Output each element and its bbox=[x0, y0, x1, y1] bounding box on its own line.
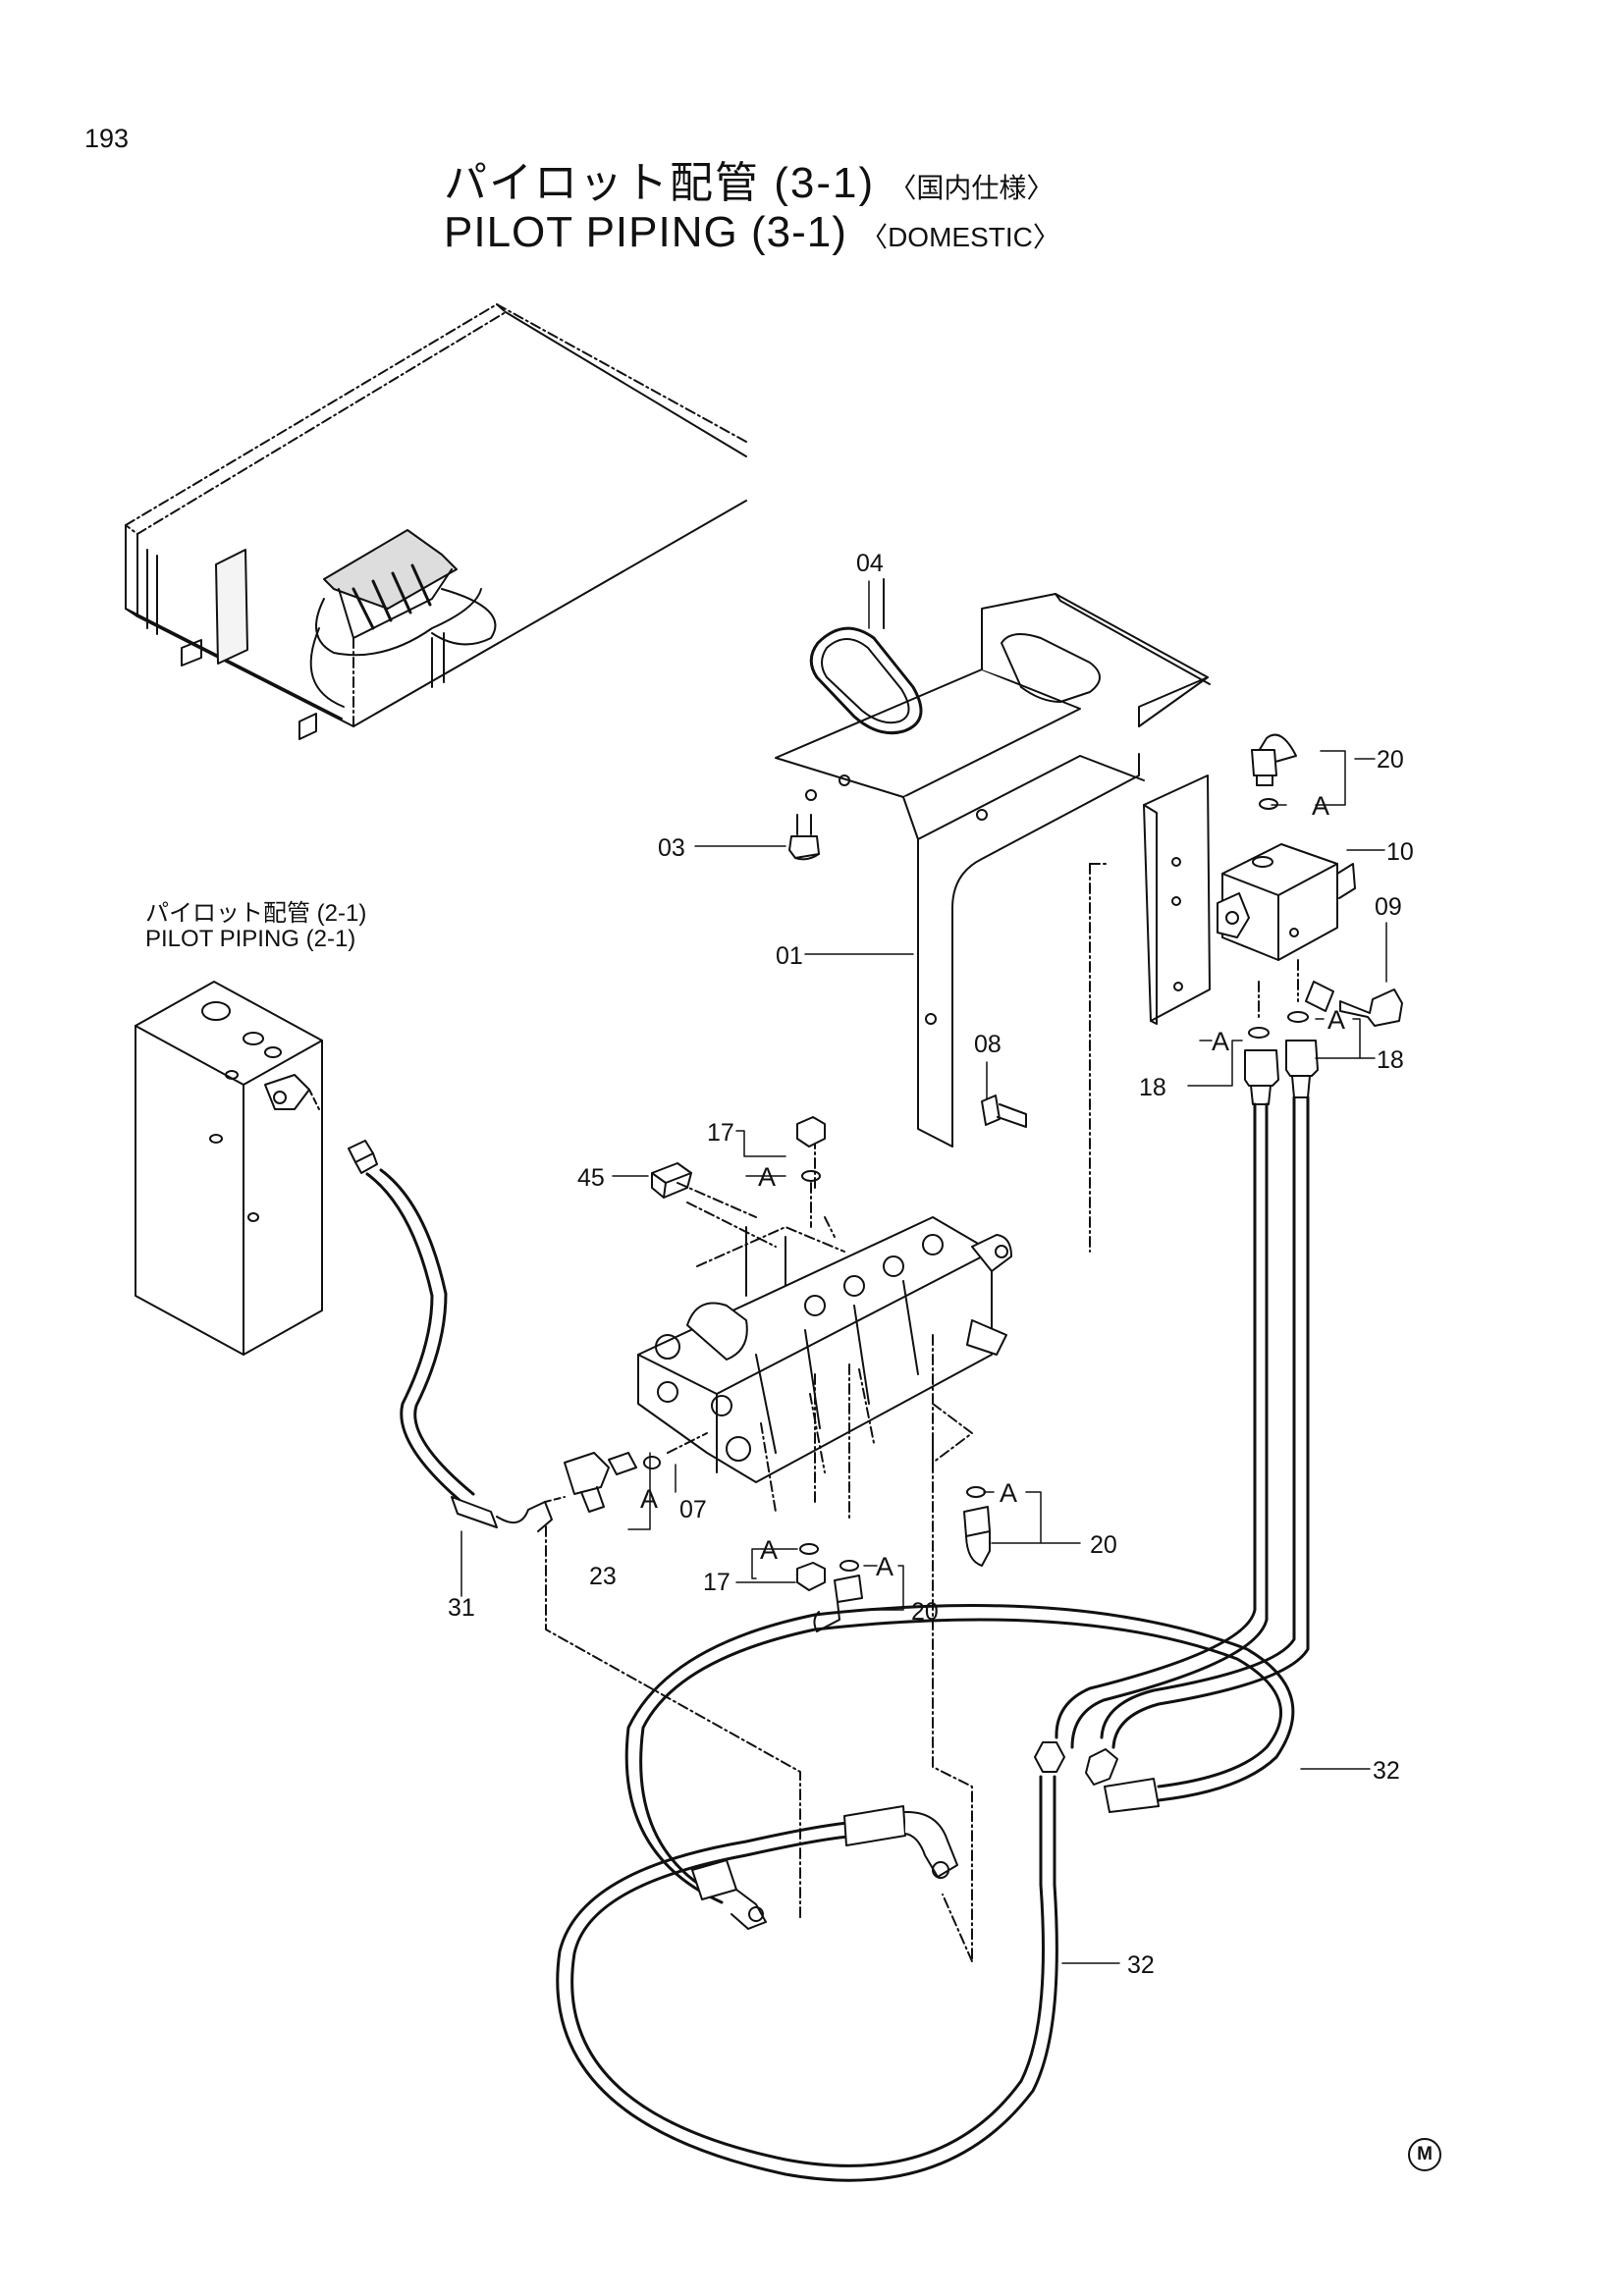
seal-mark-a: A bbox=[1312, 791, 1329, 821]
title-en-main: PILOT PIPING (3-1) bbox=[444, 208, 847, 256]
page-number: 193 bbox=[84, 124, 130, 153]
callout-20-bottom: 20 bbox=[911, 1598, 939, 1626]
manufacturer-mark: M bbox=[1408, 2138, 1441, 2171]
callout-07: 07 bbox=[679, 1496, 707, 1523]
callout-45: 45 bbox=[577, 1164, 605, 1192]
title-japanese: パイロット配管 (3-1) 〈国内仕様〉 bbox=[444, 147, 1054, 210]
control-valve bbox=[637, 1138, 1012, 1522]
seal-mark-a: A bbox=[1327, 1005, 1345, 1035]
valve-block bbox=[1217, 733, 1403, 1105]
title-ja-main: パイロット配管 (3-1) bbox=[444, 159, 876, 207]
callout-31: 31 bbox=[448, 1594, 475, 1622]
seal-mark-a: A bbox=[1000, 1478, 1017, 1508]
leader-lines bbox=[460, 580, 1387, 1964]
callout-03: 03 bbox=[658, 834, 685, 862]
callout-20-top: 20 bbox=[1377, 746, 1404, 774]
hose-32-lower bbox=[556, 1741, 1065, 2182]
callout-17-bottom: 17 bbox=[703, 1569, 731, 1596]
reference-block bbox=[135, 981, 323, 1356]
hose-31 bbox=[348, 1140, 566, 1532]
title-ja-variant: 〈国内仕様〉 bbox=[889, 173, 1055, 203]
plug-45 bbox=[651, 1162, 757, 1218]
callout-32-lower: 32 bbox=[1127, 1951, 1155, 1979]
seal-mark-a: A bbox=[758, 1162, 776, 1192]
callout-09: 09 bbox=[1375, 893, 1402, 921]
elbow-20-right bbox=[932, 1403, 991, 1567]
seal-marks: A A A A A A A A bbox=[640, 791, 1345, 1581]
callout-01: 01 bbox=[776, 942, 803, 970]
bolt-08 bbox=[981, 1095, 1027, 1128]
callout-20-right: 20 bbox=[1090, 1531, 1117, 1559]
pilot-lines bbox=[1055, 1095, 1310, 1749]
callout-04: 04 bbox=[856, 550, 884, 577]
tee-fitting bbox=[564, 1432, 708, 1513]
callout-18-left: 18 bbox=[1139, 1074, 1166, 1101]
seal-mark-a: A bbox=[760, 1535, 778, 1565]
plug-17-top bbox=[796, 1116, 826, 1228]
callout-23: 23 bbox=[589, 1563, 617, 1590]
seal-mark-a: A bbox=[640, 1484, 658, 1514]
callout-08: 08 bbox=[974, 1031, 1001, 1058]
bracket bbox=[775, 593, 1211, 1253]
plug-17-bottom bbox=[796, 1543, 826, 1591]
routing-lines bbox=[545, 1442, 973, 1962]
callout-32-right: 32 bbox=[1373, 1757, 1400, 1785]
part-callouts: 04 03 01 08 20 10 09 18 18 17 45 07 20 2… bbox=[448, 550, 1414, 1979]
bolt-03 bbox=[788, 814, 820, 861]
callout-17-top: 17 bbox=[707, 1119, 734, 1147]
reference-label-ja: パイロット配管 (2-1) bbox=[145, 900, 367, 927]
title-en-variant: 〈DOMESTIC〉 bbox=[860, 222, 1060, 252]
reference-label-en: PILOT PIPING (2-1) bbox=[145, 926, 356, 952]
title-english: PILOT PIPING (3-1) 〈DOMESTIC〉 bbox=[444, 208, 1060, 257]
hose-32-loop bbox=[624, 1604, 1295, 1930]
seal-mark-a: A bbox=[1212, 1027, 1229, 1056]
machine-overview bbox=[125, 303, 747, 740]
callout-10: 10 bbox=[1386, 838, 1414, 866]
seal-mark-a: A bbox=[876, 1552, 893, 1581]
gasket bbox=[809, 578, 923, 735]
callout-18-right: 18 bbox=[1377, 1046, 1404, 1074]
